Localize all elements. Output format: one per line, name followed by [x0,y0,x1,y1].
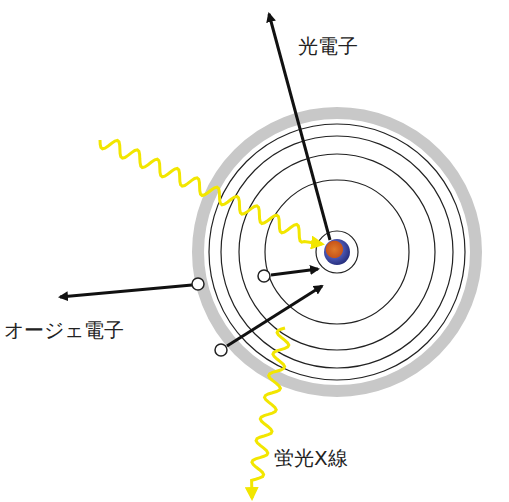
auger-arrow [60,285,192,297]
outer-shell [198,113,476,391]
electron-hole [258,270,270,282]
label-text: 光電子 [296,34,360,58]
electron-hole [192,278,204,290]
transition-arrow [227,286,322,346]
incident-xray [100,140,322,244]
nucleus [324,239,350,265]
label-text: 蛍光X線 [272,446,350,470]
shell [209,124,465,380]
label-text: オージェ電子 [2,318,126,342]
shell [265,180,409,324]
electron-hole [215,344,227,356]
k-shell [316,231,358,273]
shell [221,136,453,368]
transition-arrow [271,269,318,275]
fluorescent-xray [252,328,289,498]
